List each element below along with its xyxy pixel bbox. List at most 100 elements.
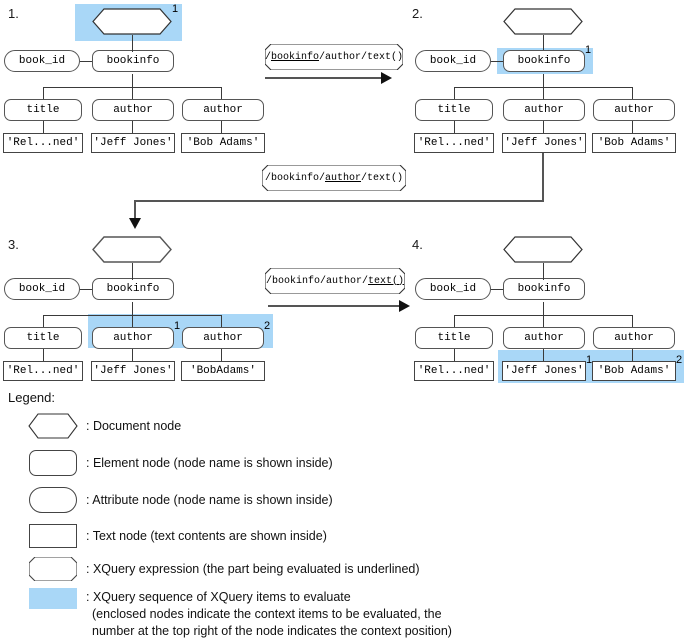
panel-1-element-node-author-1: author xyxy=(92,99,174,121)
edge-to-title-3 xyxy=(43,315,44,327)
xquery-expression-1-text: /bookinfo/author/text() xyxy=(264,51,404,63)
edge-attr-to-root-2 xyxy=(491,61,503,62)
panel-1-attribute-node-book_id: book_id xyxy=(4,50,80,72)
panel-1-number: 1. xyxy=(8,6,19,21)
panel-3-document-node xyxy=(92,236,172,263)
panel-1-text-node-author-1: 'Jeff Jones' xyxy=(91,133,175,153)
flow-arrow-1-to-2-head xyxy=(381,72,392,84)
edge-title-to-text-4 xyxy=(454,349,455,361)
legend-element-node-shape xyxy=(29,450,77,476)
panel-3-text-node-title: 'Rel...ned' xyxy=(3,361,83,381)
edge-to-title-4 xyxy=(454,315,455,327)
legend-label-xquery-sequence: : XQuery sequence of XQuery items to eva… xyxy=(86,590,351,604)
panel-4-text-node-author-2: 'Bob Adams' xyxy=(592,361,676,381)
panel-2-element-node-title: title xyxy=(415,99,493,121)
edge-attr-to-root-4 xyxy=(491,289,503,290)
panel-2-context-position-1: 1 xyxy=(585,44,592,56)
notched-box-icon xyxy=(262,165,406,191)
notched-box-icon xyxy=(28,556,78,582)
panel-3-element-node-title: title xyxy=(4,327,82,349)
edge-to-author2-2 xyxy=(632,87,633,99)
edge-author2-to-text-2 xyxy=(632,121,633,133)
edge-root-down-2 xyxy=(543,74,544,87)
panel-1-context-position-1: 1 xyxy=(172,3,179,15)
panel-2-element-node-author-1: author xyxy=(503,99,585,121)
edge-to-author2 xyxy=(221,87,222,99)
panel-3-text-node-author-1: 'Jeff Jones' xyxy=(91,361,175,381)
panel-2-text-node-author-2: 'Bob Adams' xyxy=(592,133,676,153)
legend-label-xquery-sequence-line3: number at the top right of the node indi… xyxy=(92,624,452,638)
legend-xquery-expression-shape xyxy=(28,556,78,582)
flow-arrow-2-to-3-seg1 xyxy=(542,153,544,201)
edge-doc-to-root-3 xyxy=(132,263,133,280)
legend-label-element-node: : Element node (node name is shown insid… xyxy=(86,456,333,470)
xquery-expression-3: /bookinfo/author/text() xyxy=(265,268,405,294)
edge-root-down-4 xyxy=(543,302,544,315)
panel-4-element-node-bookinfo: bookinfo xyxy=(503,278,585,300)
panel-4-document-node xyxy=(503,236,583,263)
edge-author1-to-text-2 xyxy=(543,121,544,133)
panel-4-attribute-node-book_id: book_id xyxy=(415,278,491,300)
legend-label-xquery-expression: : XQuery expression (the part being eval… xyxy=(86,562,420,576)
panel-3-context-position-2: 2 xyxy=(264,320,271,332)
edge-author2-to-text xyxy=(221,121,222,133)
edge-to-author2-4 xyxy=(632,315,633,327)
edge-to-title-2 xyxy=(454,87,455,99)
edge-to-title xyxy=(43,87,44,99)
xquery-expression-2: /bookinfo/author/text() xyxy=(262,165,406,191)
hexagon-icon xyxy=(503,236,583,263)
panel-4-number: 4. xyxy=(412,237,423,252)
hexagon-icon xyxy=(92,8,172,35)
edge-root-down-3 xyxy=(132,302,133,315)
edge-author2-to-text-3 xyxy=(221,349,222,361)
panel-3-number: 3. xyxy=(8,237,19,252)
panel-2-text-node-title: 'Rel...ned' xyxy=(414,133,494,153)
panel-1-element-node-bookinfo: bookinfo xyxy=(92,50,174,72)
edge-to-author1 xyxy=(132,87,133,99)
panel-2-element-node-author-2: author xyxy=(593,99,675,121)
legend-attribute-node-shape xyxy=(29,487,77,513)
notched-box-icon xyxy=(265,44,403,70)
edge-to-author2-3 xyxy=(221,315,222,327)
panel-1-text-node-author-2: 'Bob Adams' xyxy=(181,133,265,153)
hexagon-icon xyxy=(28,413,78,439)
xquery-expression-1: /bookinfo/author/text() xyxy=(265,44,403,70)
flow-arrow-2-to-3-head xyxy=(129,218,141,229)
hexagon-icon xyxy=(92,236,172,263)
flow-arrow-2-to-3-seg3 xyxy=(134,200,136,220)
panel-1-document-node xyxy=(92,8,172,35)
edge-author1-to-text xyxy=(132,121,133,133)
panel-3-element-node-author-1: author xyxy=(92,327,174,349)
panel-3-text-node-author-2: 'BobAdams' xyxy=(181,361,265,381)
panel-4-text-node-title: 'Rel...ned' xyxy=(414,361,494,381)
panel-4-element-node-author-1: author xyxy=(503,327,585,349)
edge-author2-to-text-4 xyxy=(632,349,633,361)
edge-doc-to-root-4 xyxy=(543,263,544,280)
flow-arrow-3-to-4-head xyxy=(399,300,410,312)
panel-1-text-node-title: 'Rel...ned' xyxy=(3,133,83,153)
xquery-expression-3-text: /bookinfo/author/text() xyxy=(265,275,405,287)
notched-box-icon xyxy=(265,268,405,294)
hexagon-icon xyxy=(503,8,583,35)
panel-3-element-node-bookinfo: bookinfo xyxy=(92,278,174,300)
legend-label-attribute-node: : Attribute node (node name is shown ins… xyxy=(86,493,333,507)
legend-label-xquery-sequence-line2: (enclosed nodes indicate the context ite… xyxy=(92,607,442,621)
legend-label-document-node: : Document node xyxy=(86,419,182,433)
panel-4-element-node-title: title xyxy=(415,327,493,349)
edge-title-to-text-2 xyxy=(454,121,455,133)
edge-title-to-text xyxy=(43,121,44,133)
panel-2-text-node-author-1: 'Jeff Jones' xyxy=(502,133,586,153)
panel-3-context-position-1: 1 xyxy=(174,320,181,332)
edge-attr-to-root xyxy=(80,61,92,62)
legend-document-node-shape xyxy=(28,413,78,439)
panel-2-element-node-bookinfo: bookinfo xyxy=(503,50,585,72)
edge-to-author1-3 xyxy=(132,315,133,327)
edge-doc-to-root xyxy=(132,35,133,52)
edge-title-to-text-3 xyxy=(43,349,44,361)
flow-arrow-3-to-4-line xyxy=(268,305,399,307)
panel-1-element-node-title: title xyxy=(4,99,82,121)
panel-1-element-node-author-2: author xyxy=(182,99,264,121)
flow-arrow-2-to-3-seg2 xyxy=(134,200,544,202)
edge-author1-to-text-3 xyxy=(132,349,133,361)
